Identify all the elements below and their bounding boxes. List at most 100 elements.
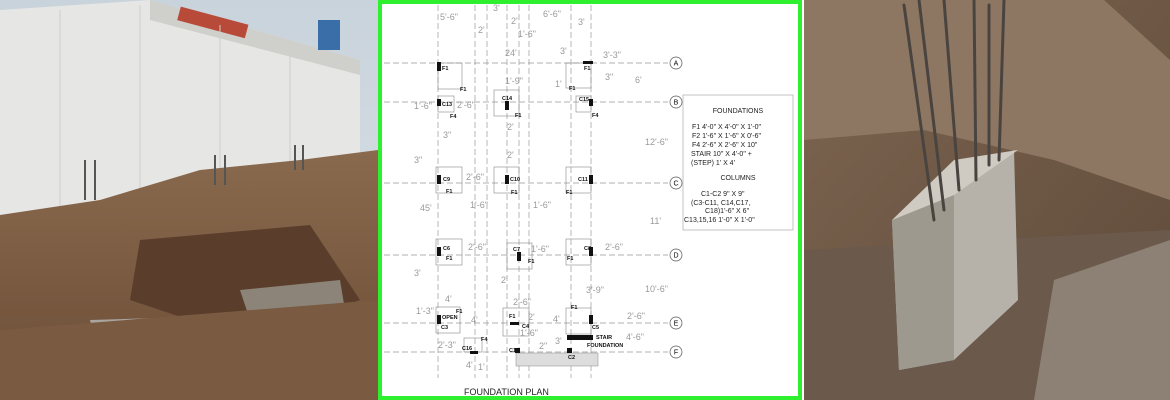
tag: F4	[481, 337, 488, 343]
dim-label: 3'	[555, 336, 562, 346]
tag: F1	[446, 256, 452, 262]
tag: F1	[528, 259, 534, 265]
dim-label: 4'	[471, 315, 478, 325]
dim-label: 2'-6"	[457, 100, 475, 110]
dim-label: 2'	[507, 150, 514, 160]
tag: F1	[511, 190, 517, 196]
dim-label: 3"	[443, 130, 451, 140]
tag: F1	[509, 314, 515, 320]
legend-line: F4 2'-6" X 2'-6" X 10"	[692, 142, 758, 149]
dim-label: 5'-6"	[440, 12, 458, 22]
dim-label: 3'	[493, 4, 500, 13]
tag: C9	[443, 177, 450, 183]
columns	[437, 61, 593, 354]
tag: C5	[592, 325, 599, 331]
dim-label: 1'-6"	[520, 328, 538, 338]
grid-label-b: B	[674, 100, 679, 107]
dim-label: 1'	[555, 79, 562, 89]
dim-label: 2'-6"	[627, 311, 645, 321]
tag: C2	[568, 355, 575, 361]
dim-label: 1'-6"	[531, 244, 549, 254]
dim-label: 2'	[511, 16, 518, 26]
excavation-site-photo	[0, 0, 378, 400]
dim-label: 2'-6"	[605, 242, 623, 252]
legend-line: STAIR 10" X 4'-0" +	[691, 151, 752, 158]
dim-label: 10'-6"	[645, 284, 668, 294]
dim-label: 1'-6"	[470, 200, 488, 210]
tag: C6	[443, 246, 450, 252]
grid-lines	[384, 5, 668, 378]
tag: F1	[571, 305, 577, 311]
dim-label: 2'	[478, 25, 485, 35]
dim-label: 4'	[553, 314, 560, 324]
dim-label: 3'-9"	[586, 285, 604, 295]
element-tags: F1 F1 F1 F1 C13 F4 C14 F1 C15 F4 C9 F1 C…	[441, 66, 623, 361]
dim-label: 2'-6"	[468, 242, 486, 252]
dim-label: 6'-6"	[543, 9, 561, 19]
legend-line: (STEP) 1' X 4'	[691, 160, 735, 167]
tag: F1	[584, 66, 590, 72]
tag: C14	[502, 96, 513, 102]
tag: STAIR	[596, 335, 612, 341]
footing-outlines	[435, 62, 599, 367]
dim-label: 1'-6"	[414, 101, 432, 111]
tag: C1	[509, 348, 516, 354]
dim-label: 4'	[445, 294, 452, 304]
tag: F1	[569, 86, 575, 92]
dim-label: 2'-3"	[438, 340, 456, 350]
grid-label-c: C	[673, 181, 678, 188]
dim-label: 2'	[501, 275, 508, 285]
legend-line: F1 4'-0" X 4'-0" X 1'-0"	[692, 124, 762, 131]
tag: F1	[442, 66, 448, 72]
tag: C10	[510, 177, 520, 183]
columns-heading: COLUMNS	[720, 175, 755, 182]
grid-label-a: A	[674, 61, 679, 68]
dim-label: 11'	[650, 216, 661, 226]
dim-label: 1'-3"	[416, 306, 434, 316]
dim-label: 2'-6"	[466, 172, 484, 182]
dim-label: 1'-6"	[518, 29, 536, 39]
dim-label: 1'	[478, 362, 485, 372]
tag: F1	[515, 113, 521, 119]
tag: F4	[450, 114, 457, 120]
legend-line: C13,15,16 1'-0" X 1'-0"	[684, 217, 755, 224]
dim-label: 2"	[539, 341, 547, 351]
tag: F4	[592, 113, 599, 119]
dim-label: 4'	[466, 360, 473, 370]
tag: C13	[442, 102, 452, 108]
legend-box: FOUNDATIONS F1 4'-0" X 4'-0" X 1'-0" F2 …	[682, 94, 794, 231]
tag: F1	[456, 309, 462, 315]
tag: C3	[441, 325, 448, 331]
grid-label-d: D	[673, 253, 678, 260]
legend-line: C1-C2 9" X 9"	[701, 191, 745, 198]
tag: F1	[460, 87, 466, 93]
dim-label: 3'-3"	[603, 50, 621, 60]
dim-label: 3"	[605, 72, 613, 82]
dim-label: 1'-6"	[533, 200, 551, 210]
dimension-labels: 5'-6" 3' 2' 6'-6" 3' 2' 1'-6" 24' 3' 3'-…	[414, 4, 668, 372]
grid-label-f: F	[674, 350, 678, 357]
dim-label: 3'	[578, 17, 585, 27]
legend-line: C18)1'-6" X 6"	[705, 208, 750, 215]
dim-label: 2'-6"	[513, 297, 531, 307]
tag: C8	[584, 246, 591, 252]
grid-label-e: E	[674, 321, 679, 328]
tag: FOUNDATION	[587, 343, 623, 349]
foundation-plan-drawing: A B C D E F	[378, 0, 802, 400]
drawing-title: FOUNDATION PLAN	[464, 387, 549, 396]
tag: C11	[578, 177, 588, 183]
dim-label: 1'-9"	[505, 76, 523, 86]
dim-label: 4'-6"	[626, 332, 644, 342]
dim-label: 24'	[505, 48, 517, 58]
dim-label: 3'	[560, 46, 567, 56]
dim-label: 3"	[414, 155, 422, 165]
tag: C7	[513, 247, 520, 253]
dim-label: 2'	[528, 312, 535, 322]
foundations-heading: FOUNDATIONS	[713, 108, 764, 115]
legend-line: F2 1'-6" X 1'-6" X 0'-6"	[692, 133, 762, 140]
dim-label: 2'	[507, 122, 514, 132]
dim-label: 6'	[635, 75, 642, 85]
tag: OPEN	[442, 315, 458, 321]
legend-line: (C3-C11, C14,C17,	[691, 200, 750, 207]
